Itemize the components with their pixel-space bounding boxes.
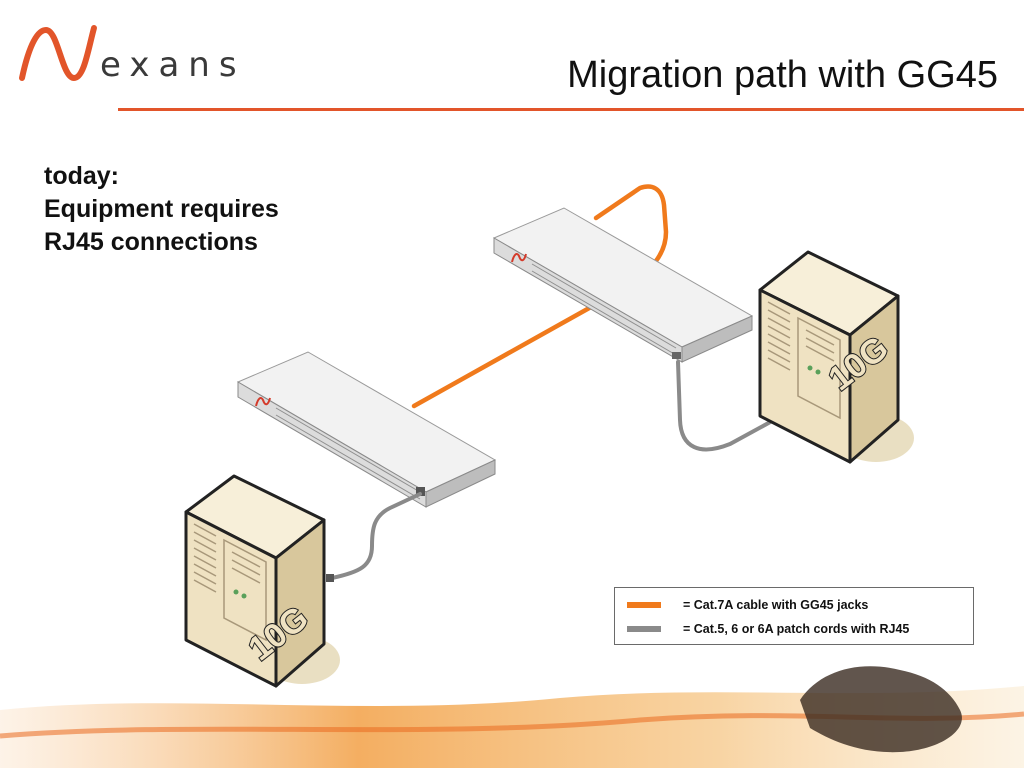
patch-cord-lower: [330, 492, 422, 580]
logo-wave-icon: [19, 25, 97, 82]
hand-icon: [800, 666, 962, 753]
legend-swatch-orange: [627, 602, 661, 608]
footer-decoration: [0, 666, 1024, 768]
cable-legend: = Cat.7A cable with GG45 jacks = Cat.5, …: [614, 587, 974, 645]
port-row-lower: [275, 407, 421, 500]
legend-item-cat7a: = Cat.7A cable with GG45 jacks: [627, 595, 868, 615]
patch-panel-upper: [492, 207, 754, 363]
patch-panel-lower: [236, 351, 497, 508]
panel-logo-icon: [255, 397, 271, 407]
port-row-upper: [531, 263, 677, 356]
legend-item-patch-cord: = Cat.5, 6 or 6A patch cords with RJ45: [627, 619, 909, 639]
server-upper: [758, 250, 914, 464]
headline-line-2: Equipment requires: [44, 195, 279, 223]
panel-logo-icon: [511, 253, 527, 263]
patch-cord-plug: [326, 574, 334, 582]
headline: today: Equipment requires RJ45 connectio…: [44, 160, 279, 259]
port-connector-lower: [416, 487, 425, 496]
patch-cord-upper: [676, 360, 776, 452]
headline-line-1: today:: [44, 162, 119, 190]
logo-wordmark: exans: [100, 45, 246, 85]
nexans-logo: [19, 25, 97, 82]
slide-title: Migration path with GG45: [567, 54, 998, 96]
title-divider: [118, 108, 1024, 111]
legend-label-cat7a: = Cat.7A cable with GG45 jacks: [683, 598, 869, 612]
legend-label-patch-cord: = Cat.5, 6 or 6A patch cords with RJ45: [683, 622, 910, 636]
port-connector-upper: [672, 352, 681, 359]
legend-swatch-grey: [627, 626, 661, 632]
headline-line-3: RJ45 connections: [44, 228, 258, 256]
server-lower: [184, 474, 340, 688]
